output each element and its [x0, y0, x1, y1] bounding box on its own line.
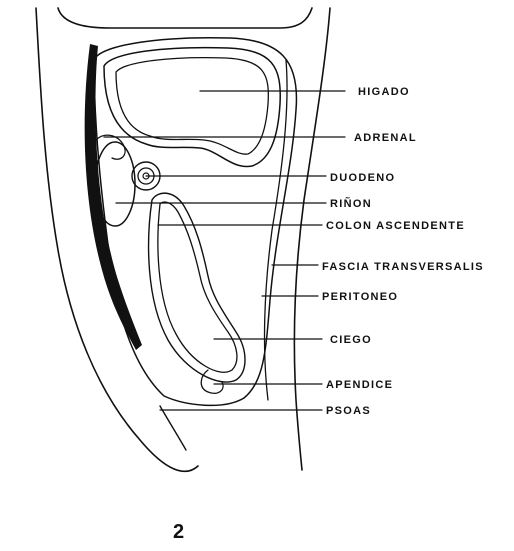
label-psoas: PSOAS [326, 405, 371, 417]
label-rinon: RIÑON [330, 197, 372, 210]
label-ciego: CIEGO [330, 334, 372, 346]
label-adrenal: ADRENAL [354, 132, 417, 144]
psoas-shape [160, 406, 186, 450]
label-duodeno: DUODENO [330, 172, 395, 184]
leader-lines [104, 91, 345, 410]
body-top-contour [58, 8, 312, 28]
colon-shape [149, 193, 245, 382]
label-higado: HIGADO [358, 86, 410, 98]
liver-shape [104, 48, 280, 167]
label-colon: COLON ASCENDENTE [326, 220, 465, 232]
label-fascia: FASCIA TRANSVERSALIS [322, 261, 484, 273]
label-apendice: APENDICE [326, 379, 393, 391]
figure-number: 2 [173, 521, 184, 543]
label-peritoneo: PERITONEO [322, 291, 398, 303]
body-wall-left [36, 8, 198, 471]
labels: HIGADO ADRENAL DUODENO RIÑON COLON ASCEN… [322, 86, 484, 417]
body-wall-right [294, 8, 330, 470]
